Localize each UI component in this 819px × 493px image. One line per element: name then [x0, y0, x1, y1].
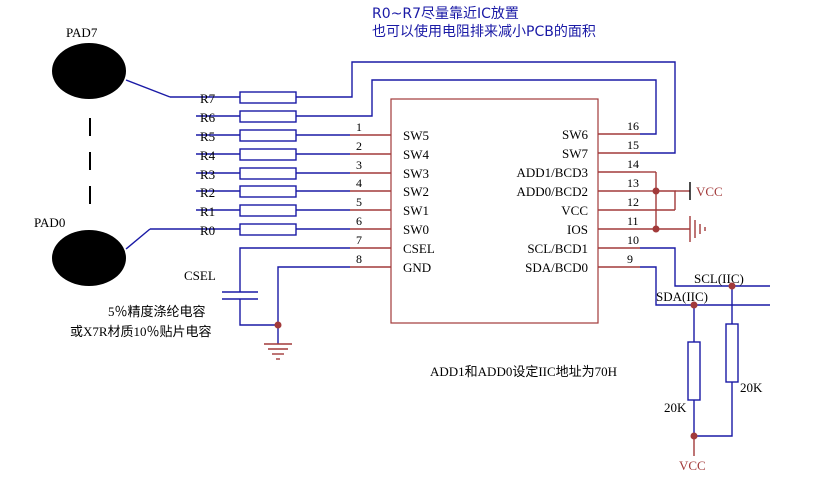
pin-number: 11	[627, 214, 639, 228]
address-select-wiring	[640, 171, 690, 230]
junction-dot	[728, 282, 736, 290]
pin-name: SDA/BCD0	[525, 260, 588, 275]
pin-name: ADD1/BCD3	[516, 165, 588, 180]
pin-number: 3	[356, 158, 362, 172]
note-capacitor-alternative: 或X7R材质10％贴片电容	[70, 324, 212, 339]
pin-number: 7	[356, 233, 362, 247]
pin-number: 1	[356, 120, 362, 134]
pin-number: 8	[356, 252, 362, 266]
pad0-label: PAD0	[34, 215, 65, 230]
scl-net-label: SCL(IIC)	[694, 271, 744, 286]
pad7-label: PAD7	[66, 25, 98, 40]
resistor-r6: R6	[196, 79, 657, 135]
csel-capacitor-label: CSEL	[184, 268, 216, 283]
resistor-r4: R4	[196, 148, 350, 163]
resistor-r1: R1	[196, 204, 350, 219]
pin-name: SW1	[403, 203, 429, 218]
pin-name: SW5	[403, 128, 429, 143]
pad0-electrode	[52, 230, 126, 286]
pin-name: SW4	[403, 147, 430, 162]
resistor-label: R2	[200, 185, 215, 200]
pin-number: 16	[627, 119, 639, 133]
scl-pullup-value: 20K	[740, 380, 763, 395]
note-capacitor-precision: 5％精度涤纶电容	[108, 304, 206, 319]
pin-name: SW7	[562, 146, 589, 161]
resistor-r7: R7	[170, 61, 676, 154]
pad7-wire	[125, 79, 171, 98]
pin-name: SW0	[403, 222, 429, 237]
pin-number: 4	[356, 176, 362, 190]
pin-name: SW2	[403, 184, 429, 199]
resistor-label: R4	[200, 148, 216, 163]
junction-dot	[274, 321, 282, 329]
ic-left-pins: 1 2 3 4 5 6 7 8 SW5 SW4 SW3 SW2 SW1 SW0 …	[350, 120, 435, 275]
note-address: ADD1和ADD0设定IIC地址为70H	[430, 364, 617, 379]
pin-number: 14	[627, 157, 639, 171]
ground-icon	[264, 343, 292, 360]
pin-number: 5	[356, 195, 362, 209]
note-resistor-array: 也可以使用电阻排来减小PCB的面积	[372, 23, 596, 40]
pin-number: 13	[627, 176, 639, 190]
resistor-network: R7 R6 R5 R4 R3	[150, 61, 676, 238]
vcc-label: VCC	[679, 458, 706, 473]
vcc-label: VCC	[696, 184, 723, 199]
pin-number: 2	[356, 139, 362, 153]
csel-capacitor-circuit: CSEL	[184, 247, 350, 344]
pin-number: 10	[627, 233, 639, 247]
pin-name: VCC	[561, 203, 588, 218]
sda-pullup-resistor	[687, 305, 701, 436]
note-resistor-placement: R0~R7尽量靠近IC放置	[372, 6, 519, 22]
pin-name: ADD0/BCD2	[516, 184, 588, 199]
ic-body	[390, 98, 599, 324]
pin-number: 15	[627, 138, 639, 152]
resistor-r2: R2	[196, 185, 350, 200]
pin-name: IOS	[567, 222, 588, 237]
pin-name: SW6	[562, 127, 589, 142]
pin-number: 9	[627, 252, 633, 266]
resistor-r0: R0	[150, 223, 350, 238]
sda-pullup-value: 20K	[664, 400, 687, 415]
junction-dot	[690, 301, 698, 309]
scl-pullup-resistor	[694, 286, 739, 437]
pin-number: 6	[356, 214, 362, 228]
resistor-label: R0	[200, 223, 215, 238]
resistor-label: R7	[200, 91, 216, 106]
resistor-label: R6	[200, 110, 216, 125]
sda-net-label: SDA(IIC)	[656, 289, 708, 304]
pin-number: 12	[627, 195, 639, 209]
resistor-label: R1	[200, 204, 215, 219]
ic-right-pins: 16 15 14 13 12 11 10 9 SW6 SW7 ADD1/BCD3…	[516, 119, 640, 275]
pin-name: CSEL	[403, 241, 435, 256]
pin-name: GND	[403, 260, 431, 275]
junction-dot	[652, 187, 660, 195]
pin-name: SW3	[403, 166, 429, 181]
resistor-r3: R3	[196, 167, 350, 182]
ground-icon	[689, 216, 706, 242]
junction-dot	[652, 225, 660, 233]
junction-dot	[690, 432, 698, 440]
resistor-label: R3	[200, 167, 215, 182]
i2c-bus	[640, 247, 770, 306]
pad0-wire	[125, 228, 151, 250]
resistor-r5: R5	[196, 129, 350, 144]
pad7-electrode	[52, 43, 126, 99]
pin-name: SCL/BCD1	[527, 241, 588, 256]
resistor-label: R5	[200, 129, 215, 144]
